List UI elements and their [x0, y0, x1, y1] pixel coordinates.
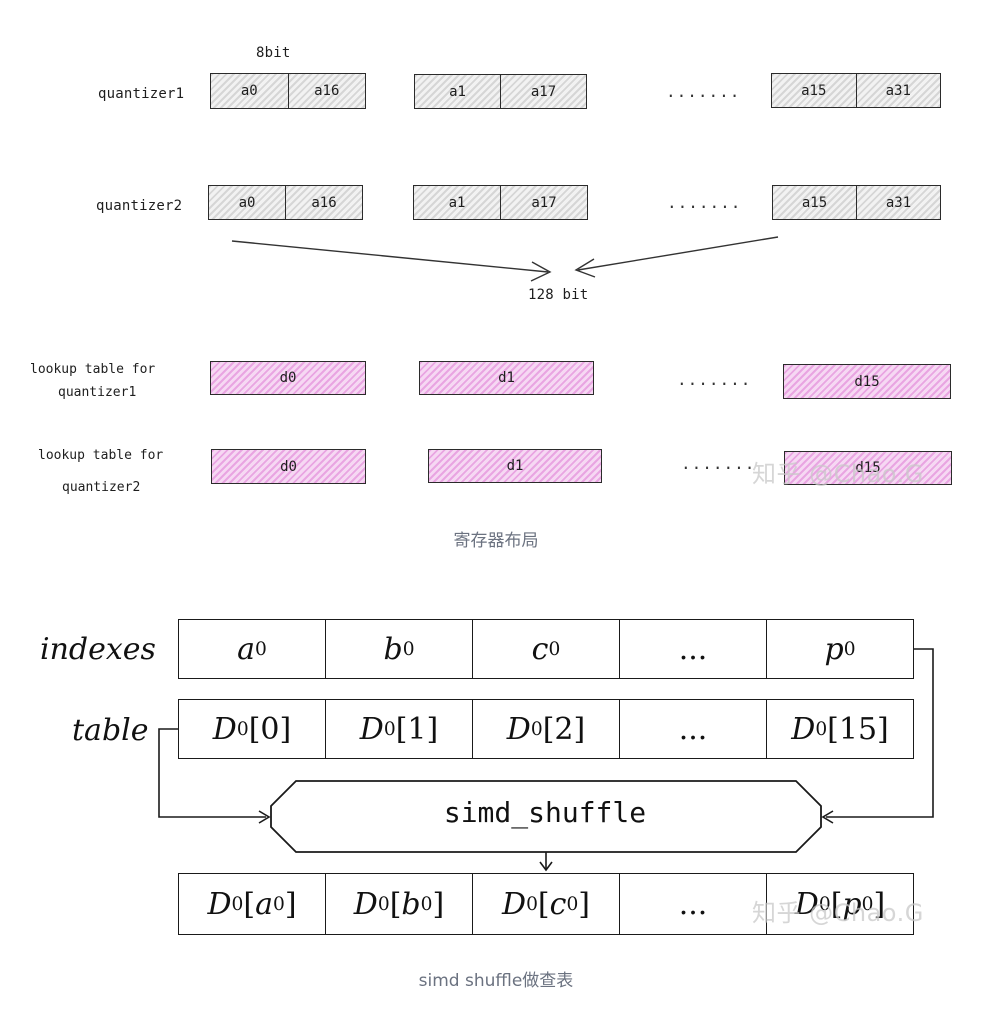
table-label: table	[72, 713, 149, 748]
register-cell: a15	[801, 82, 827, 99]
lut1-label-line2: quantizer1	[58, 385, 137, 400]
ellipsis: .......	[666, 82, 741, 101]
register-cell: a1	[449, 83, 466, 100]
table-arrow-head	[258, 810, 271, 824]
q1-register-15: a15 a31	[771, 73, 941, 108]
table-cell-ellipsis: ...	[619, 700, 766, 758]
register-cell: a17	[500, 186, 587, 219]
lut2-cell-0: d0	[211, 449, 366, 484]
lut2-cell-1: d1	[428, 449, 602, 483]
simd-shuffle-label: simd_shuffle	[443, 796, 647, 829]
index-cell-ellipsis: ...	[619, 620, 766, 678]
register-cell: a31	[855, 74, 941, 107]
ellipsis: .......	[677, 370, 752, 389]
q2-register-1: a1 a17	[413, 185, 588, 220]
q2-register-0: a0 a16	[208, 185, 363, 220]
indexes-arrow-head	[821, 810, 834, 824]
ellipsis: .......	[681, 454, 756, 473]
quantizer2-label: quantizer2	[96, 198, 183, 214]
q2-register-15: a15 a31	[772, 185, 941, 220]
caption-register-layout: 寄存器布局	[453, 531, 539, 551]
register-cell: a0	[240, 83, 258, 99]
lut2-cell-15: d15	[784, 451, 952, 485]
indexes-label: indexes	[40, 632, 156, 667]
lut1-cell-15: d15	[783, 364, 951, 399]
register-cell: a15	[801, 194, 828, 211]
merge-width-label: 128 bit	[528, 287, 589, 303]
left-arrow	[231, 240, 549, 273]
q1-register-0: a0 a16	[210, 73, 366, 109]
lut2-label-line2: quantizer2	[62, 480, 141, 495]
result-arrow-head	[539, 861, 553, 872]
quantizer1-label: quantizer1	[98, 86, 185, 102]
right-arrow-head	[574, 258, 596, 278]
indexes-to-shuffle-connector	[826, 648, 934, 818]
shuffle-box	[270, 780, 822, 853]
left-arrow-head	[530, 261, 552, 282]
lut1-cell-1: d1	[419, 361, 594, 395]
right-arrow	[577, 236, 779, 271]
lut1-cell-0: d0	[210, 361, 366, 395]
watermark: 知乎 @Chao.G	[752, 899, 924, 927]
register-cell: a17	[500, 75, 586, 108]
register-cell: a1	[448, 194, 466, 211]
lut1-label-line1: lookup table for	[30, 362, 156, 377]
register-cell: a0	[238, 194, 256, 211]
watermark: 知乎 @Chao.G	[752, 460, 924, 488]
ellipsis: .......	[667, 193, 742, 212]
q1-register-1: a1 a17	[414, 74, 587, 109]
lut2-label-line1: lookup table for	[38, 448, 164, 463]
table-to-shuffle-connector	[158, 728, 266, 818]
caption-simd-shuffle: simd shuffle做查表	[418, 971, 574, 991]
bit-size-label: 8bit	[256, 45, 291, 61]
merge-arrows	[231, 236, 779, 282]
register-cell: a16	[285, 186, 362, 219]
result-cell-ellipsis: ...	[619, 874, 766, 934]
register-cell: a16	[287, 74, 366, 108]
register-cell: a31	[856, 186, 940, 219]
